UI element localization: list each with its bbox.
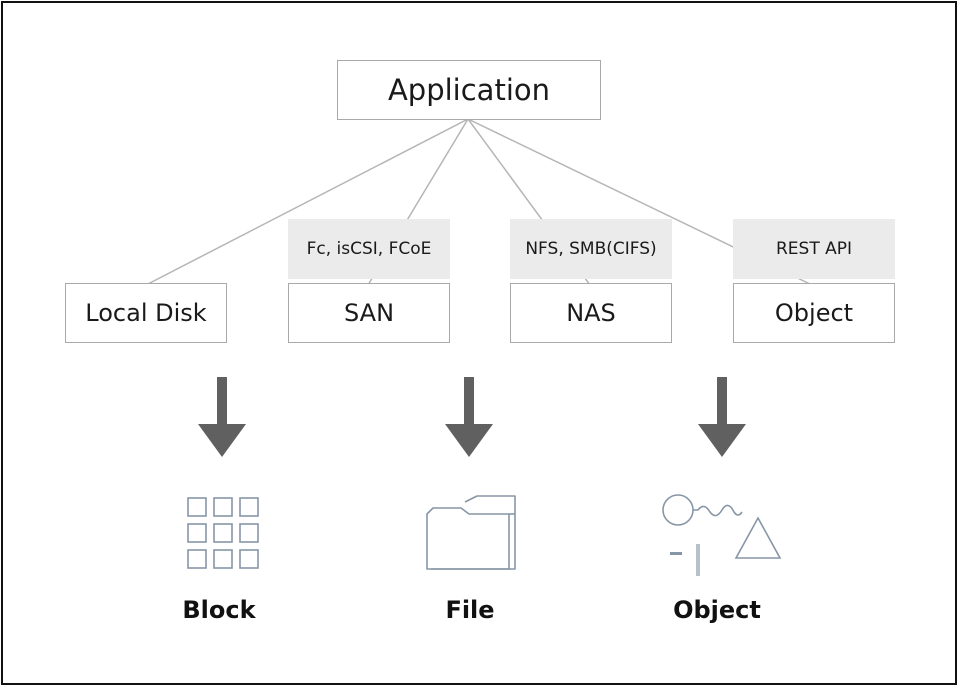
shapes-icon [662, 494, 782, 576]
category-object-label: Object [673, 596, 761, 624]
nas-label: NAS [566, 299, 616, 327]
application-label: Application [387, 73, 551, 107]
san-protocol-tag: Fc, isCSI, FCoE [288, 219, 450, 279]
object-protocol-tag: REST API [733, 219, 895, 279]
application-box: Application [337, 60, 601, 120]
nas-protocol-label: NFS, SMB(CIFS) [525, 239, 657, 259]
local-disk-box: Local Disk [65, 283, 227, 343]
local-disk-label: Local Disk [85, 299, 207, 327]
arrow-down-icon [445, 377, 493, 457]
object-label: Object [774, 299, 854, 327]
folder-icon [426, 495, 516, 570]
connector-local-disk [145, 118, 469, 286]
category-block-label: Block [182, 596, 256, 624]
san-label: SAN [343, 299, 395, 327]
object-protocol-label: REST API [775, 239, 853, 259]
category-file-label: File [445, 596, 495, 624]
arrow-down-icon [198, 377, 246, 457]
grid-icon [187, 497, 259, 569]
san-box: SAN [288, 283, 450, 343]
object-box: Object [733, 283, 895, 343]
arrow-down-icon [698, 377, 746, 457]
nas-box: NAS [510, 283, 672, 343]
san-protocol-label: Fc, isCSI, FCoE [306, 239, 432, 259]
nas-protocol-tag: NFS, SMB(CIFS) [510, 219, 672, 279]
